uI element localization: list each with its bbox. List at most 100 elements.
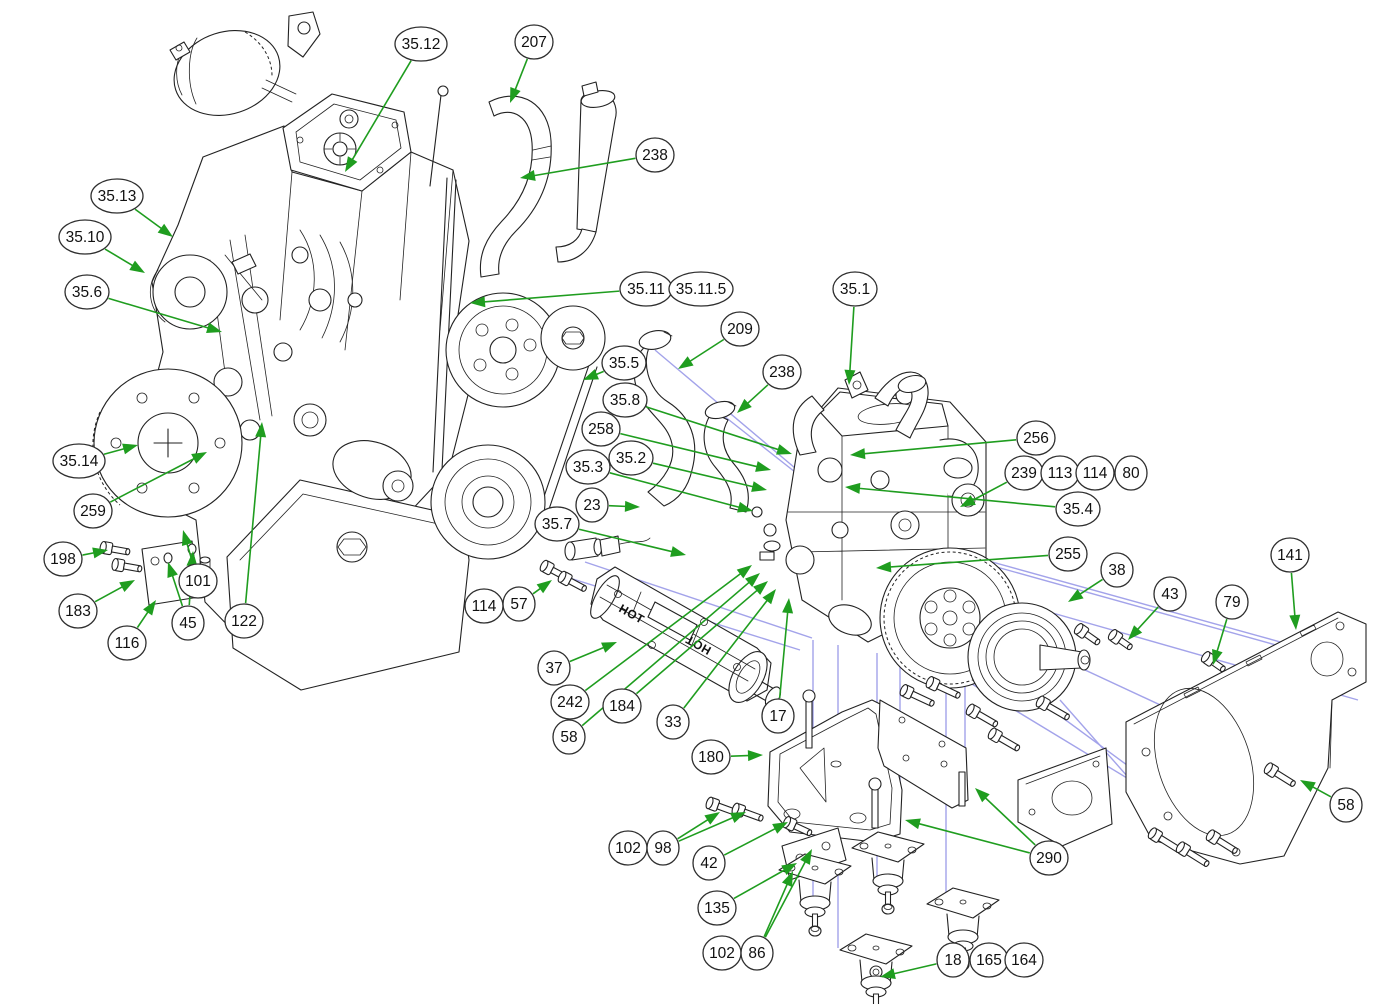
bolt-icon [1263, 762, 1296, 787]
leader-line [687, 338, 725, 364]
leader-arrowhead-icon [181, 530, 193, 546]
callout-23: 23 [575, 487, 640, 523]
callout-242: 242 [550, 565, 752, 720]
leader-arrowhead-icon [781, 863, 797, 876]
bolt-icon [1205, 829, 1238, 854]
leader-line [764, 859, 808, 938]
callout-label: 35.5 [609, 355, 639, 372]
callout-balloon [52, 443, 106, 479]
callout-33: 33 [656, 589, 776, 740]
callout-balloon [58, 219, 112, 255]
leader-arrowhead-icon [755, 461, 771, 472]
leader-arrowhead-icon [845, 482, 861, 494]
callout-label: 207 [521, 34, 547, 51]
leader-arrowhead-icon [730, 812, 746, 824]
leader-line [185, 541, 194, 564]
callout-label: 35.2 [616, 450, 646, 467]
bolt-icon [111, 557, 143, 573]
damper-pulley-illustration [967, 602, 1091, 712]
bolt-icon [1035, 695, 1070, 721]
callout-label: 256 [1023, 430, 1049, 447]
callout-135: 135 [697, 863, 797, 926]
leader-line [683, 597, 770, 709]
callout-balloon [178, 563, 218, 599]
callout-label: 23 [583, 497, 600, 514]
callout-balloon [1029, 840, 1069, 876]
leader-arrowhead-icon [122, 443, 138, 455]
callout-35.12: 35.12 [345, 26, 448, 172]
callout-116: 116 [107, 600, 156, 661]
callout-35.11.5: 35.11.5 [668, 271, 734, 307]
callout-balloon [656, 704, 690, 740]
callout-balloon [1100, 552, 1134, 588]
leader-line [104, 248, 136, 268]
callout-label: 165 [976, 952, 1002, 969]
callout-balloon [720, 311, 760, 347]
leader-arrowhead-icon [191, 452, 207, 464]
leader-arrowhead-icon [745, 573, 760, 587]
callout-balloon [1055, 491, 1101, 527]
frame-plate-illustration [877, 699, 969, 809]
leader-line [856, 487, 1056, 508]
callout-256: 256 [850, 420, 1056, 460]
callout-43: 43 [1128, 576, 1187, 640]
leader-arrowhead-icon [1068, 589, 1084, 602]
callout-balloon [1329, 787, 1363, 823]
callout-42: 42 [692, 822, 788, 881]
callout-102: 102 [702, 935, 742, 971]
callout-35.13: 35.13 [90, 178, 173, 237]
callout-35.1: 35.1 [832, 271, 878, 385]
callout-98: 98 [646, 812, 746, 866]
leader-arrowhead-icon [345, 156, 358, 172]
callout-balloon [761, 698, 795, 734]
callout-label: 57 [510, 596, 527, 613]
leader-line [108, 297, 211, 330]
callout-label: 80 [1122, 465, 1140, 482]
engine-mount-illustration [851, 831, 925, 915]
bolt-icon [557, 570, 587, 592]
callout-balloon [602, 382, 648, 418]
hardware-layer [99, 540, 1296, 1004]
callout-label: 37 [545, 660, 562, 677]
leader-arrowhead-icon [624, 500, 640, 512]
callout-35.4: 35.4 [845, 482, 1101, 527]
callout-label: 141 [1277, 547, 1303, 564]
leader-line [531, 157, 636, 177]
leader-arrowhead-icon [762, 589, 776, 605]
leader-line [513, 58, 529, 93]
leader-line [620, 432, 760, 468]
bolt-icon [1107, 629, 1133, 651]
callout-label: 18 [944, 952, 961, 969]
leader-arrowhead-icon [678, 356, 694, 369]
leader-line [848, 306, 855, 374]
leader-arrowhead-icon [470, 296, 486, 308]
leader-arrowhead-icon [844, 369, 856, 385]
callout-balloon [514, 24, 554, 60]
leader-arrowhead-icon [119, 580, 135, 592]
exploded-engine-illustration: HOT HOT [564, 330, 1367, 986]
leader-line [244, 433, 262, 604]
formed-hose-209-illustration [633, 330, 696, 507]
callout-balloon [602, 688, 642, 724]
callout-114: 114 [1075, 455, 1115, 491]
callout-balloon [1153, 576, 1187, 612]
leader-line [609, 472, 742, 509]
callout-balloon [646, 830, 680, 866]
callout-label: 184 [609, 698, 635, 715]
leader-arrowhead-icon [583, 369, 599, 380]
callout-label: 242 [557, 694, 583, 711]
bolt-icon [899, 684, 935, 707]
callout-35.7: 35.7 [534, 506, 686, 557]
callout-balloon [107, 625, 147, 661]
leader-arrowhead-icon [880, 968, 896, 979]
callout-balloon [43, 541, 83, 577]
leader-line [763, 881, 789, 937]
leader-arrowhead-icon [876, 561, 892, 573]
leader-line [136, 609, 150, 629]
leader-arrowhead-icon [737, 398, 752, 413]
callout-label: 43 [1161, 586, 1178, 603]
callout-label: 255 [1055, 546, 1081, 563]
leader-arrowhead-icon [143, 600, 156, 616]
callout-label: 42 [700, 855, 717, 872]
